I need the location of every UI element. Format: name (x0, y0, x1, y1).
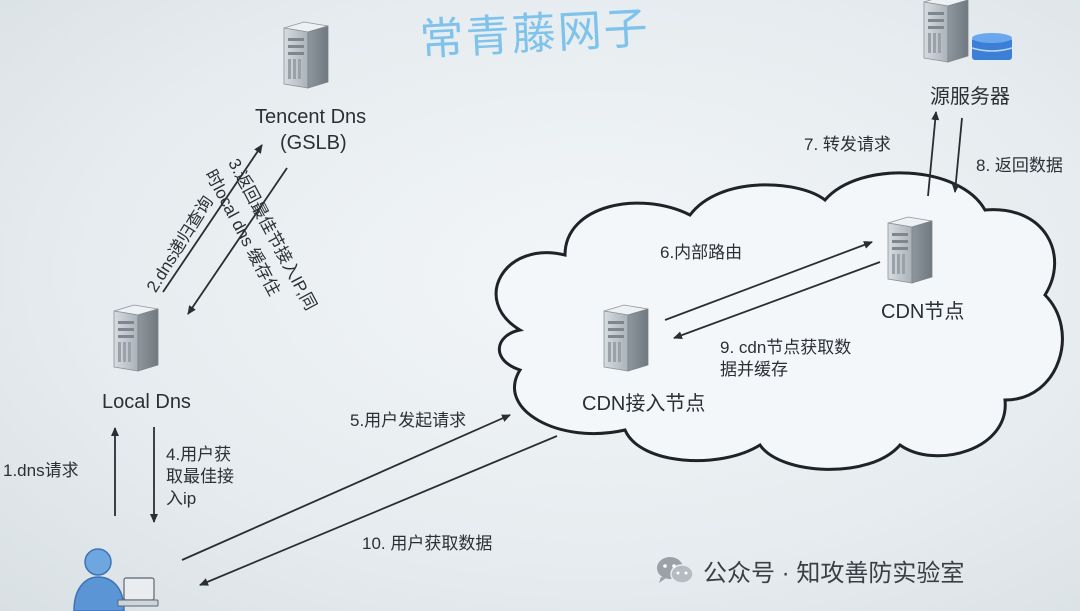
wechat-account-badge: 公众号 · 知攻善防实验室 (655, 553, 964, 588)
step-4-label-line3: 入ip (166, 489, 197, 508)
step-4-label-line2: 取最佳接 (166, 467, 234, 486)
user-icon (73, 548, 159, 611)
arrow-dns-recursive-query (162, 144, 263, 293)
step-6-label: 6.内部路由 (660, 243, 743, 262)
origin-server-label: 源服务器 (930, 86, 1010, 108)
arrow-internal-routing (664, 241, 873, 321)
origin-server-icon (923, 0, 969, 63)
arrow-forward-request (927, 111, 940, 197)
step-7-label: 7. 转发请求 (804, 135, 891, 154)
database-icon (971, 33, 1013, 60)
local-dns-server-icon (113, 304, 159, 372)
cdn-access-node-label: CDN接入节点 (582, 393, 706, 415)
step-1-label: 1.dns请求 (3, 461, 79, 480)
cdn-access-node-server-icon (603, 304, 649, 372)
arrow-return-data (951, 117, 963, 193)
flow-arrows (111, 111, 963, 586)
step-10-label: 10. 用户获取数据 (362, 534, 493, 553)
tencent-dns-label: Tencent Dns (255, 106, 367, 128)
cdn-node-server-icon (887, 216, 933, 284)
arrow-user-request (181, 414, 511, 561)
step-9-label-line2: 据并缓存 (720, 360, 788, 379)
step-9-label-line1: 9. cdn节点获取数 (720, 338, 852, 357)
tencent-dns-server-icon (283, 21, 329, 89)
cdn-cloud (494, 171, 1064, 471)
step-8-label: 8. 返回数据 (976, 156, 1063, 175)
wechat-icon (657, 556, 694, 584)
wechat-account-name: 公众号 · 知攻善防实验室 (703, 560, 965, 587)
step-5-label: 5.用户发起请求 (350, 411, 467, 430)
cdn-node-label: CDN节点 (881, 301, 965, 323)
arrow-cdn-fetch-cache (673, 261, 881, 339)
tencent-dns-gslb-label: (GSLB) (280, 132, 347, 154)
arrow-user-gets-data (199, 435, 558, 586)
local-dns-label: Local Dns (102, 391, 191, 413)
step-4-label-line1: 4.用户获 (166, 445, 232, 464)
arrow-return-best-ip (187, 167, 288, 315)
